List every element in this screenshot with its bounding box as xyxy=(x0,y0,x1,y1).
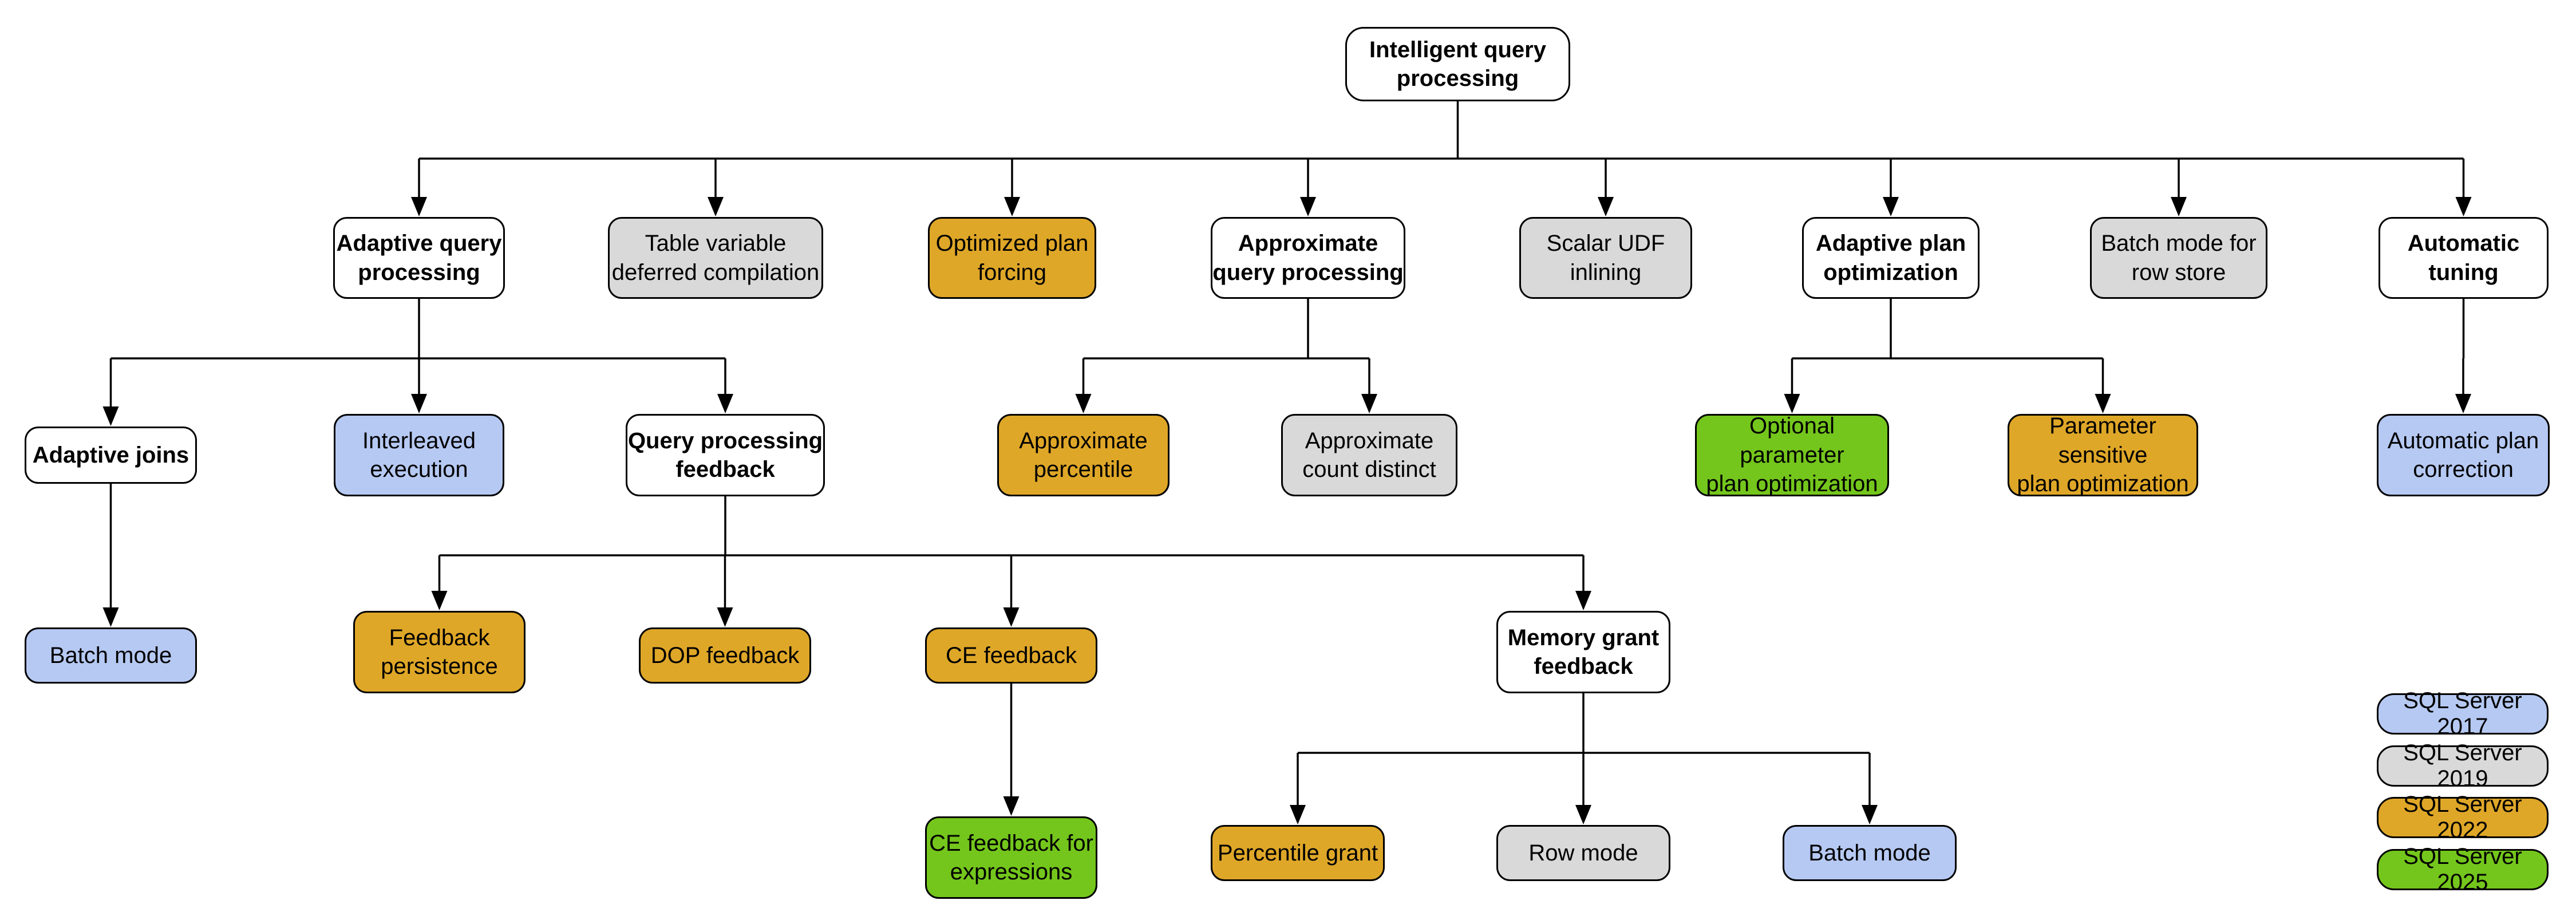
arrowhead xyxy=(2171,197,2187,216)
dop-feedback: DOP feedback xyxy=(639,627,811,684)
batch-mode-for-row-store: Batch mode for row store xyxy=(2090,217,2267,299)
arrowhead xyxy=(717,607,733,627)
automatic-tuning: Automatic tuning xyxy=(2379,217,2549,299)
arrowhead xyxy=(717,394,733,413)
arrowhead xyxy=(2455,394,2471,413)
arrowhead xyxy=(1883,197,1899,216)
ce-feedback-for-expressions: CE feedback for expressions xyxy=(925,816,1097,899)
arrowhead xyxy=(1003,796,1020,816)
ce-feedback: CE feedback xyxy=(925,627,1097,684)
legend-sql-server-2017: SQL Server 2017 xyxy=(2377,688,2549,739)
batch-mode-adaptive-joins: Batch mode xyxy=(25,627,197,684)
row-mode: Row mode xyxy=(1496,825,1670,881)
arrowhead xyxy=(431,591,448,610)
intelligent-query-processing: Intelligent query processing xyxy=(1345,27,1570,101)
arrowhead xyxy=(102,607,119,627)
arrowhead xyxy=(102,406,119,426)
arrowhead xyxy=(1862,805,1878,824)
query-processing-feedback: Query processing feedback xyxy=(626,414,825,496)
arrowhead xyxy=(1290,805,1306,824)
adaptive-query-processing: Adaptive query processing xyxy=(333,217,505,299)
scalar-udf-inlining: Scalar UDF inlining xyxy=(1519,217,1692,299)
approximate-query-processing: Approximate query processing xyxy=(1211,217,1405,299)
adaptive-plan-optimization: Adaptive plan optimization xyxy=(1802,217,1980,299)
arrowhead xyxy=(708,197,724,216)
legend-sql-server-2019: SQL Server 2019 xyxy=(2377,740,2549,791)
interleaved-execution: Interleaved execution xyxy=(334,414,504,496)
legend-sql-server-2022: SQL Server 2022 xyxy=(2377,792,2549,843)
batch-mode-memory-grant: Batch mode xyxy=(1783,825,1957,881)
feedback-persistence: Feedback persistence xyxy=(353,611,526,693)
arrowhead xyxy=(1003,607,1020,627)
arrowhead xyxy=(1361,394,1377,413)
optional-parameter-plan-optimization: Optional parameter plan optimization xyxy=(1695,413,1889,496)
adaptive-joins: Adaptive joins xyxy=(25,427,197,484)
arrowhead xyxy=(2095,394,2111,413)
optimized-plan-forcing: Optimized plan forcing xyxy=(928,217,1096,299)
arrowhead xyxy=(411,197,427,216)
arrowhead xyxy=(1300,197,1316,216)
arrowhead xyxy=(1575,805,1591,824)
arrowhead xyxy=(1075,394,1092,413)
table-variable-deferred-compilation: Table variable deferred compilation xyxy=(608,217,823,299)
memory-grant-feedback: Memory grant feedback xyxy=(1496,611,1670,693)
arrowhead xyxy=(1575,591,1591,610)
percentile-grant: Percentile grant xyxy=(1211,825,1385,881)
arrowhead xyxy=(1004,197,1020,216)
arrowhead xyxy=(2455,197,2472,216)
approximate-count-distinct: Approximate count distinct xyxy=(1281,414,1457,496)
legend-sql-server-2025: SQL Server 2025 xyxy=(2377,844,2549,895)
arrowhead xyxy=(1784,394,1800,413)
approximate-percentile: Approximate percentile xyxy=(997,414,1170,496)
arrowhead xyxy=(1598,197,1614,216)
automatic-plan-correction: Automatic plan correction xyxy=(2377,414,2550,496)
parameter-sensitive-plan-optimization: Parameter sensitive plan optimization xyxy=(2008,413,2198,496)
arrowhead xyxy=(411,394,427,413)
